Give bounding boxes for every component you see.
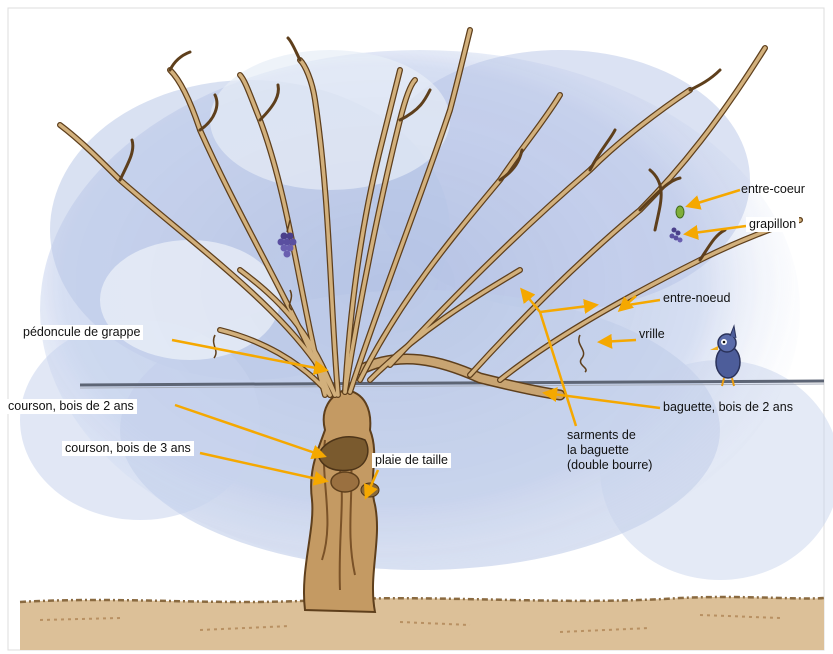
label-plaie: plaie de taille — [372, 453, 451, 468]
label-baguette: baguette, bois de 2 ans — [660, 400, 796, 415]
ground — [20, 597, 824, 650]
label-vrille: vrille — [636, 327, 668, 342]
label-courson-2: courson, bois de 2 ans — [5, 399, 137, 414]
label-sarments-line3: (double bourre) — [567, 458, 677, 473]
label-pedoncule: pédoncule de grappe — [20, 325, 143, 340]
label-sarments-line2: la baguette — [567, 443, 677, 458]
entre-coeur-leaf-icon — [676, 206, 684, 218]
label-courson-3: courson, bois de 3 ans — [62, 441, 194, 456]
label-entre-coeur: entre-coeur — [738, 182, 808, 197]
label-grapillon: grapillon — [746, 217, 799, 232]
label-entre-noeud: entre-noeud — [660, 291, 733, 306]
label-sarments: sarments de la baguette (double bourre) — [564, 428, 680, 473]
label-sarments-line1: sarments de — [567, 428, 677, 443]
